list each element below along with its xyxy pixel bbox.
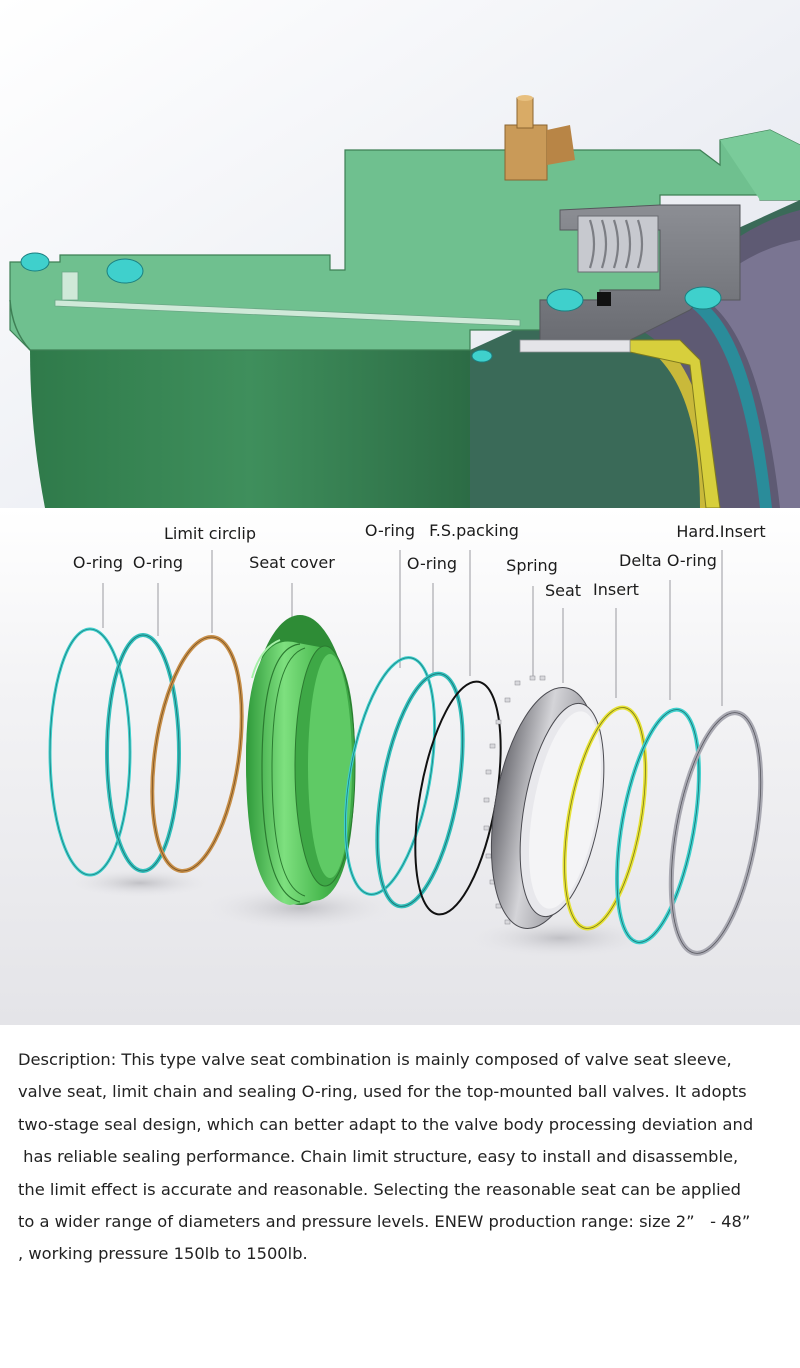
- oring-section-4: [684, 286, 722, 310]
- description-line: two-stage seal design, which can better …: [18, 1114, 754, 1134]
- description-line: Description: This type valve seat combin…: [18, 1050, 732, 1069]
- product-description: Description: This type valve seat combin…: [18, 1044, 794, 1271]
- oring-part-1-edge: [49, 628, 131, 876]
- insert-section: [629, 339, 721, 508]
- bore-surface: [30, 350, 470, 508]
- label-oring-2: O-ring: [132, 553, 184, 572]
- label-oring-4: O-ring: [406, 554, 458, 573]
- description-line: to a wider range of diameters and pressu…: [18, 1212, 751, 1232]
- valve-seat-cross-section: [0, 0, 800, 508]
- description-line: , working pressure 150lb to 1500lb.: [18, 1244, 308, 1264]
- exploded-parts-drawing: [0, 508, 800, 1025]
- label-fs-packing: F.S.packing: [429, 521, 519, 540]
- oring-section-3: [546, 288, 584, 312]
- leader-lines: [102, 550, 723, 706]
- spring-parts: [483, 675, 546, 925]
- label-delta-oring: Delta O-ring: [619, 551, 717, 570]
- seat-cover-part: [246, 615, 356, 905]
- description-line: valve seat, limit chain and sealing O-ri…: [18, 1082, 747, 1102]
- label-insert: Insert: [593, 580, 639, 599]
- label-oring-3: O-ring: [364, 521, 416, 540]
- description-line: the limit effect is accurate and reasona…: [18, 1179, 741, 1199]
- description-line: has reliable sealing performance. Chain …: [18, 1147, 739, 1167]
- label-hard-insert: Hard.Insert: [676, 522, 766, 541]
- label-seat-cover: Seat cover: [249, 553, 335, 572]
- packing-section: [597, 292, 611, 306]
- oring-face: [680, 294, 772, 508]
- oring-section-2: [106, 258, 144, 284]
- oring-section-1: [20, 252, 50, 272]
- label-limit-circlip: Limit circlip: [163, 524, 257, 543]
- label-spring: Spring: [506, 556, 558, 575]
- oring-section-5: [471, 349, 493, 363]
- label-seat: Seat: [544, 581, 582, 600]
- grease-fitting: [504, 124, 548, 181]
- label-oring-1: O-ring: [72, 553, 124, 572]
- exploded-assembly-view: O-ring O-ring Limit circlip Seat cover O…: [0, 508, 800, 1025]
